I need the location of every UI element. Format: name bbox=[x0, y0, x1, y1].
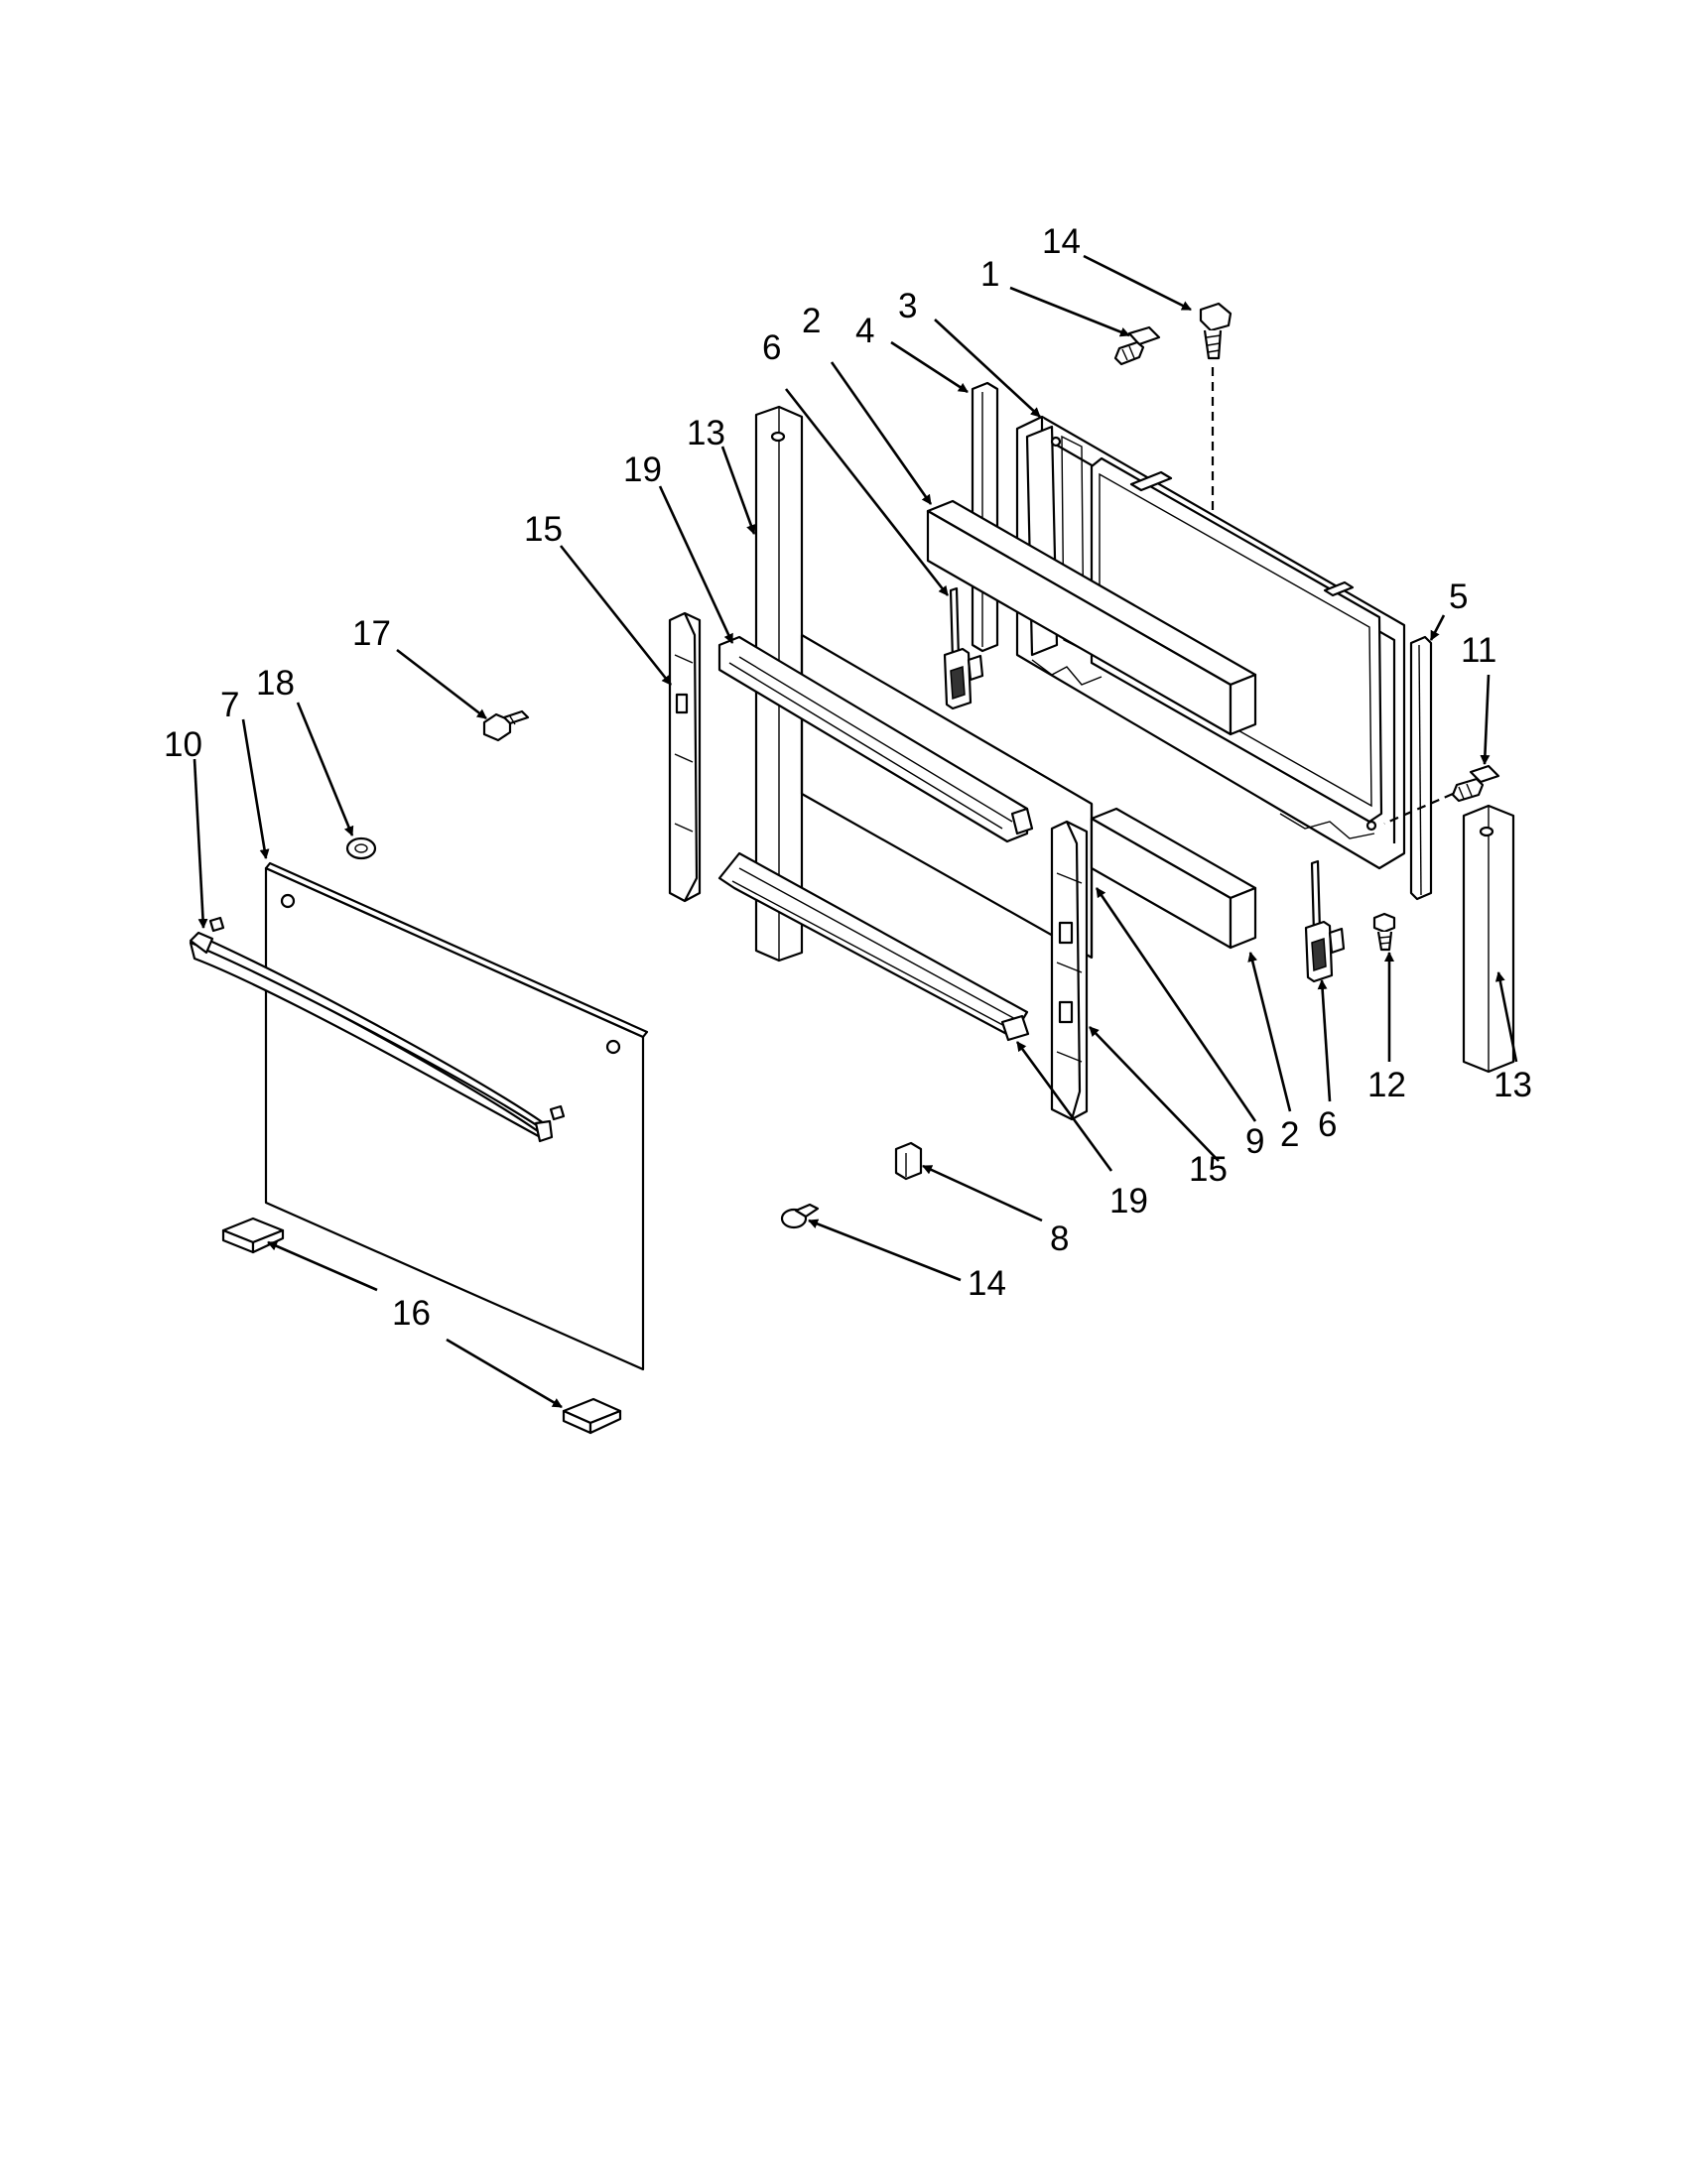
insulation-2-top bbox=[926, 499, 1257, 736]
gasket-5 bbox=[1409, 635, 1433, 901]
insulation-2-bottom bbox=[1090, 807, 1257, 950]
callout-5: 5 bbox=[1449, 578, 1468, 616]
clip-8 bbox=[894, 1141, 923, 1181]
screw-14-top bbox=[1199, 302, 1233, 360]
callout-11: 11 bbox=[1461, 631, 1496, 670]
clip-16-left bbox=[221, 1217, 285, 1254]
bumper-14-bottom bbox=[780, 1203, 820, 1229]
screw-12 bbox=[1372, 912, 1396, 952]
callout-1: 1 bbox=[980, 255, 999, 294]
callout-14-bottom: 14 bbox=[968, 1264, 1006, 1303]
callout-12: 12 bbox=[1367, 1066, 1406, 1104]
callout-7: 7 bbox=[220, 686, 239, 724]
screw-11-alignment-line bbox=[1383, 792, 1454, 826]
outer-door-glass-7 bbox=[264, 861, 649, 1371]
washer-18 bbox=[345, 836, 377, 860]
callout-2-top: 2 bbox=[802, 302, 821, 340]
side-channel-15-left bbox=[668, 611, 702, 903]
retainer-19-top bbox=[717, 635, 1034, 843]
callout-17: 17 bbox=[352, 614, 391, 653]
door-handle-10 bbox=[189, 916, 566, 1143]
callout-16: 16 bbox=[392, 1294, 431, 1333]
callout-2-bottom: 2 bbox=[1280, 1115, 1299, 1154]
callout-13-bottom: 13 bbox=[1493, 1066, 1532, 1104]
hinge-6-bottom bbox=[1304, 859, 1346, 983]
inner-door-frame-3 bbox=[1015, 415, 1406, 870]
callout-3: 3 bbox=[898, 287, 917, 325]
side-channel-15-right bbox=[1050, 820, 1089, 1121]
callout-13-top: 13 bbox=[687, 414, 725, 452]
callout-15-bottom: 15 bbox=[1189, 1150, 1228, 1189]
callout-6-top: 6 bbox=[762, 328, 781, 367]
screw-17 bbox=[482, 709, 530, 742]
callout-15-top: 15 bbox=[524, 510, 563, 549]
callout-14-top: 14 bbox=[1042, 222, 1081, 261]
retainer-19-bottom bbox=[717, 851, 1030, 1042]
hinge-6-top bbox=[943, 586, 984, 710]
callout-19-top: 19 bbox=[623, 450, 662, 489]
screw-11 bbox=[1451, 764, 1500, 803]
callout-9: 9 bbox=[1245, 1122, 1264, 1161]
leader-lines bbox=[193, 254, 1518, 1409]
callout-4: 4 bbox=[855, 312, 874, 350]
clip-16-right bbox=[562, 1397, 622, 1435]
callout-8: 8 bbox=[1050, 1220, 1069, 1258]
wrap-13-bottom bbox=[1462, 804, 1515, 1074]
callout-10: 10 bbox=[164, 725, 202, 764]
callout-18: 18 bbox=[256, 664, 295, 703]
callout-6-bottom: 6 bbox=[1318, 1105, 1337, 1144]
callout-19-bottom: 19 bbox=[1109, 1182, 1148, 1220]
screw-1 bbox=[1113, 325, 1161, 366]
